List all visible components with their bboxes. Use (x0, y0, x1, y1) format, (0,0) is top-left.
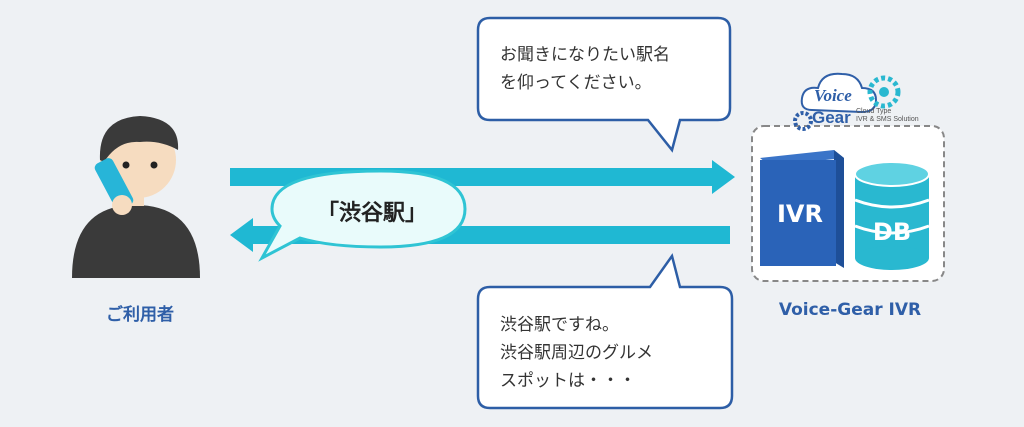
ivr-server-icon (760, 150, 844, 268)
logo-tagline-2: IVR & SMS Solution (856, 116, 919, 123)
prompt-bubble (476, 16, 732, 153)
response-line-1: 渋谷駅ですね。 (500, 315, 619, 335)
voice-gear-logo (793, 72, 901, 131)
prompt-line-1: お聞きになりたい駅名 (500, 45, 670, 65)
user-speech-bubble (258, 169, 467, 262)
db-label: DB (872, 218, 912, 246)
response-line-3: スポットは・・・ (500, 371, 636, 391)
database-icon (854, 161, 930, 270)
response-line-2: 渋谷駅周辺のグルメ (500, 343, 653, 363)
logo-word-gear: Gear (812, 108, 851, 127)
logo-tagline-1: Cloud Type (856, 108, 892, 115)
ivr-server-label: IVR (777, 200, 823, 228)
user-reply-text: 「渋谷駅」 (316, 201, 427, 226)
user-icon (72, 116, 200, 278)
system-label: Voice-Gear IVR (778, 300, 922, 320)
logo-word-voice: Voice (814, 86, 852, 105)
response-bubble (476, 253, 734, 410)
prompt-line-2: を仰ってください。 (500, 73, 652, 93)
user-label: ご利用者 (106, 305, 174, 325)
